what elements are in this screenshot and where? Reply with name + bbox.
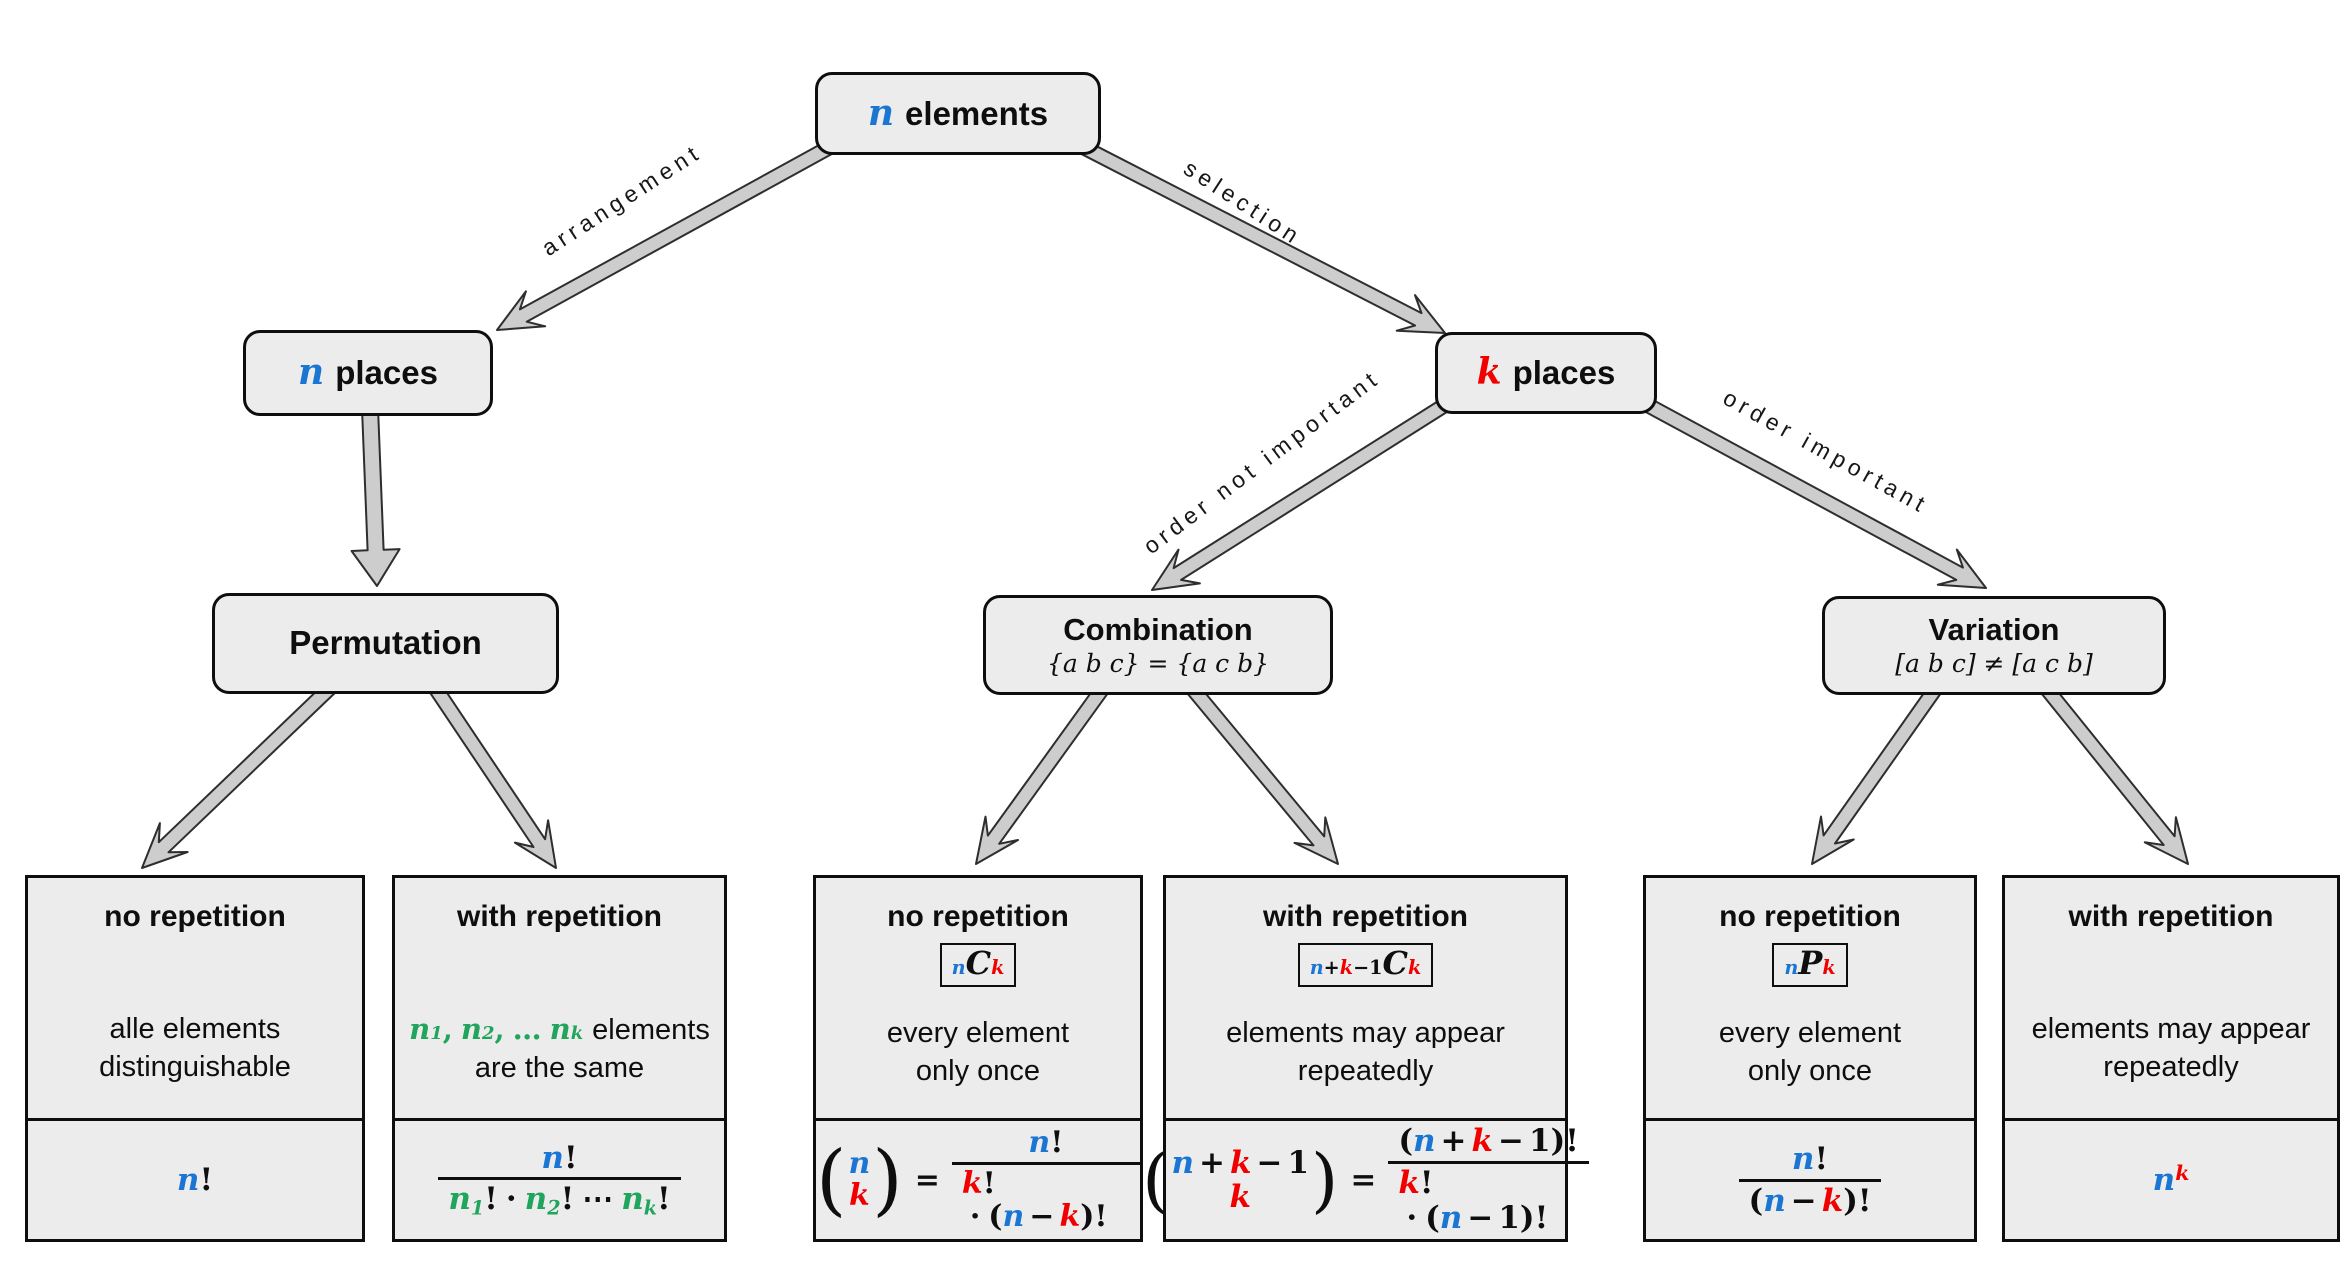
card-header: with repetition: [1263, 900, 1468, 933]
arrow-variation-to-no-repetition: [1811, 683, 1943, 865]
card-header: no repetition: [104, 900, 286, 933]
card-description-line1: elements may appear: [1226, 1016, 1505, 1049]
card-description-line2: only once: [915, 1054, 1041, 1087]
node-variation-subtitle: [a b c] ≠ [a c b]: [1895, 649, 2093, 679]
formula-binomial-n-plus-k-minus-1-k: ( n+k−1 k ) = (n+k−1)! k!·(n−1)!: [1142, 1118, 1589, 1239]
arrow-order-not-important: [1151, 398, 1450, 591]
card-variation-with-repetition: with repetition elements may appear repe…: [2002, 875, 2340, 1242]
node-n-places: n places: [243, 330, 493, 416]
arrow-order-important: [1637, 394, 1987, 589]
node-permutation: Permutation: [212, 593, 559, 694]
arrow-n-places-to-permutation: [350, 406, 401, 587]
card-description-line1: every element: [886, 1016, 1070, 1049]
arrow-arrangement: [496, 139, 835, 331]
formula-n-factorial-over-ni-factorials: n! n1!·n2!⋯nk!: [395, 1118, 724, 1239]
formula-n-factorial: n!: [28, 1118, 362, 1239]
card-description-line2: repeatedly: [2103, 1051, 2239, 1083]
arrow-permutation-to-no-repetition: [141, 679, 338, 869]
card-description-line1: elements: [592, 1013, 710, 1046]
arrow-permutation-to-with-repetition: [427, 681, 557, 869]
variable-k: k: [1476, 351, 1502, 394]
card-description-line2: repeatedly: [1297, 1054, 1434, 1087]
card-header: with repetition: [2068, 900, 2274, 933]
formula-n-factorial-over-n-minus-k-factorial: n! (n−k)!: [1646, 1118, 1974, 1239]
card-description-line1: every element: [1718, 1016, 1902, 1049]
arrow-selection: [1078, 139, 1446, 334]
formula-n-to-the-k: nk: [2005, 1118, 2337, 1239]
variable-n: n: [867, 91, 895, 134]
card-header: no repetition: [1719, 900, 1901, 933]
card-permutation-no-repetition: no repetition alle elements distinguisha…: [25, 875, 365, 1242]
card-description-line2: only once: [1747, 1054, 1873, 1087]
arrow-combination-to-with-repetition: [1185, 682, 1339, 865]
card-description-line1: elements may appear: [2031, 1013, 2311, 1046]
node-combination-subtitle: {a b c} = {a c b}: [1046, 648, 1270, 678]
arrow-combination-to-no-repetition: [975, 682, 1110, 865]
node-combination: Combination {a b c} = {a c b}: [983, 595, 1333, 695]
node-combination-title: Combination: [1063, 611, 1253, 647]
arrow-variation-to-with-repetition: [2039, 682, 2189, 865]
node-n-elements-label: elements: [905, 94, 1049, 132]
card-description-line1: alle elements: [109, 1013, 281, 1046]
card-description-line2: are the same: [474, 1051, 645, 1084]
node-n-elements: n elements: [815, 72, 1101, 155]
card-description-line2: distinguishable: [99, 1051, 291, 1083]
node-n-places-label: places: [335, 354, 438, 392]
node-permutation-title: Permutation: [289, 624, 482, 662]
node-variation: Variation [a b c] ≠ [a c b]: [1822, 596, 2166, 695]
node-k-places-label: places: [1512, 354, 1616, 392]
variable-n: n: [298, 351, 325, 394]
card-header: with repetition: [457, 900, 662, 933]
card-header: no repetition: [887, 900, 1069, 933]
node-k-places: k places: [1435, 332, 1657, 414]
node-variation-title: Variation: [1928, 612, 2060, 648]
